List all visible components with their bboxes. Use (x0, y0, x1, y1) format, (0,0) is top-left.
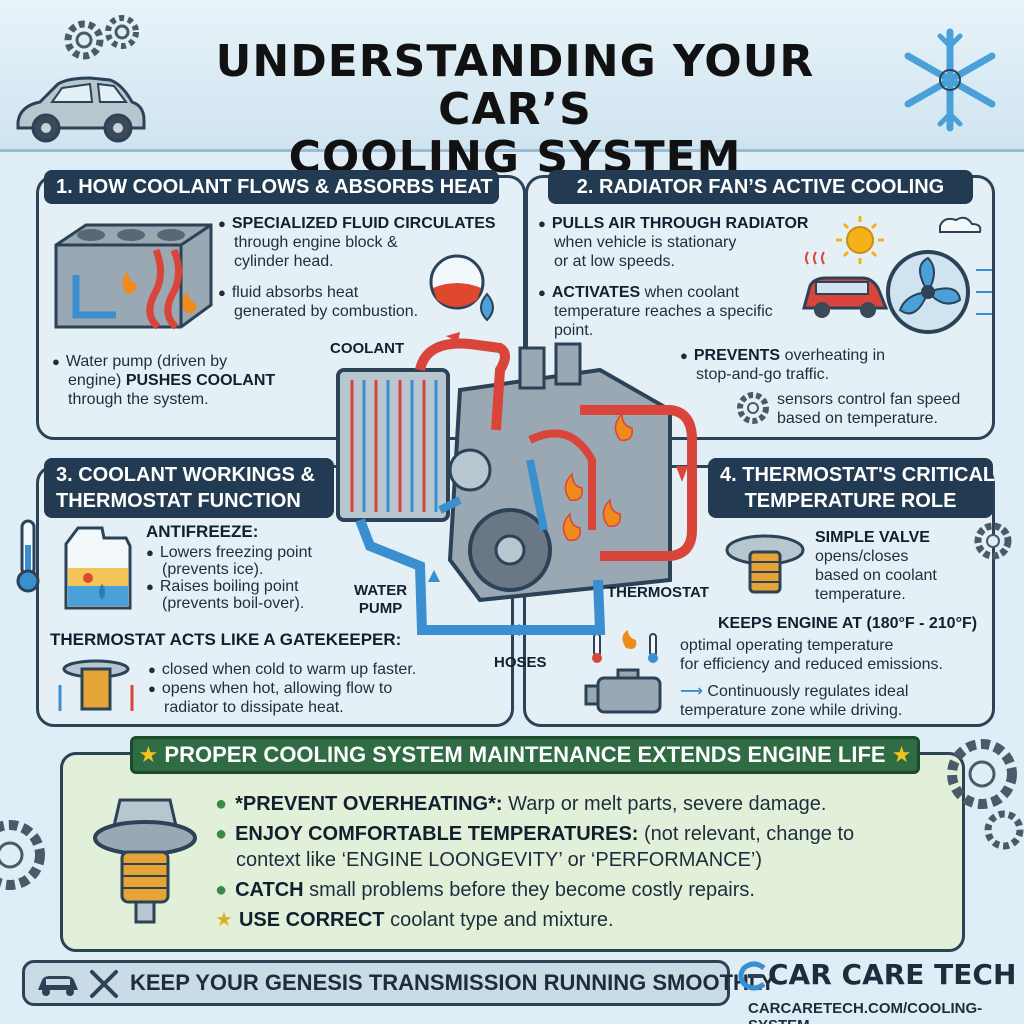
label-hoses: HOSES (494, 654, 547, 671)
section-1-heading: 1. HOW COOLANT FLOWS & ABSORBS HEAT (44, 170, 499, 204)
maint-item-4: ★USE CORRECT coolant type and mixture. (215, 909, 614, 931)
engine-block-icon (54, 223, 213, 330)
s1-bullet-2: fluid absorbs heat generated by combusti… (218, 283, 418, 321)
antifreeze-bullets: Lowers freezing point (prevents ice). Ra… (146, 544, 312, 612)
car-icon (38, 976, 78, 996)
cloud-icon (939, 216, 982, 233)
maint-item-1: ●*PREVENT OVERHEATING*: Warp or melt par… (215, 793, 827, 815)
fan-icon (886, 250, 970, 334)
radiator-fan-illustration (802, 216, 992, 334)
footer-icons (38, 970, 118, 998)
wrench-icon (90, 970, 118, 998)
engine-cooling-diagram (336, 332, 697, 636)
antifreeze-heading: ANTIFREEZE: (146, 522, 259, 541)
keeps-text: optimal operating temperature for effici… (680, 637, 943, 673)
footer-bar (22, 960, 730, 1006)
star-icon: ★ (215, 909, 233, 931)
flask-icon (429, 254, 494, 322)
thermostat-icon (93, 798, 197, 924)
gatekeeper-bullets: closed when cold to warm up faster. open… (148, 660, 416, 717)
label-water-pump: WATER PUMP (354, 582, 408, 617)
thermostat-icon (725, 534, 805, 594)
s2-bullet-1: PULLS AIR THROUGH RADIATOR when vehicle … (538, 214, 808, 271)
gear-icon (974, 522, 1012, 560)
maint-item-2-cont: context like ‘ENGINE LOONGEVITY’ or ‘PER… (236, 849, 763, 871)
section-4-heading: 4. THERMOSTAT'S CRITICAL TEMPERATURE ROL… (708, 458, 995, 518)
footer-tagline: KEEP YOUR GENESIS TRANSMISSION RUNNING S… (130, 970, 776, 995)
brand-name: CAR CARE TECH (768, 958, 1017, 991)
page-title: UNDERSTANDING YOUR CAR’S COOLING SYSTEM (215, 36, 815, 183)
gear-icon (947, 739, 1024, 850)
maintenance-panel (60, 752, 965, 952)
engine-icon (584, 630, 662, 714)
antifreeze-jug-icon (64, 526, 132, 610)
keeps-heading: KEEPS ENGINE AT (180°F - 210°F) (718, 615, 978, 632)
thermostat-icon (58, 659, 134, 711)
sun-icon (836, 216, 884, 264)
s1-bullet-3: Water pump (driven by engine) PUSHES COO… (52, 352, 275, 409)
s2-bullet-3: PREVENTS overheating in stop-and-go traf… (680, 346, 885, 384)
gear-icon (737, 392, 769, 424)
gear-icon (64, 15, 139, 60)
snowflake-icon (904, 28, 996, 132)
maint-item-3: ●CATCH small problems before they become… (215, 879, 755, 901)
s2-bullet-4: sensors control fan speed based on tempe… (777, 391, 961, 427)
radiator (336, 368, 450, 522)
label-thermostat: THERMOSTAT (607, 584, 709, 601)
maintenance-banner: ★ PROPER COOLING SYSTEM MAINTENANCE EXTE… (130, 736, 920, 774)
maint-item-2: ●ENJOY COMFORTABLE TEMPERATURES: (not re… (215, 823, 855, 845)
gear-icon (0, 820, 45, 890)
section-3-heading: 3. COOLANT WORKINGS & THERMOSTAT FUNCTIO… (44, 458, 334, 518)
header-band (0, 0, 1024, 152)
s2-bullet-2: ACTIVATES when coolant temperature reach… (538, 283, 773, 340)
regulate-text: ⟶ Continuously regulates ideal temperatu… (680, 683, 909, 719)
gatekeeper-heading: THERMOSTAT ACTS LIKE A GATEKEEPER: (50, 630, 402, 649)
section-2-heading: 2. RADIATOR FAN’S ACTIVE COOLING (548, 170, 973, 204)
brand-url[interactable]: CARCARETECH.COM/COOLING-SYSTEM (748, 1000, 983, 1024)
car-icon (16, 76, 146, 143)
brand-logo-icon (738, 961, 766, 991)
s1-bullet-1: SPECIALIZED FLUID CIRCULATES through eng… (218, 214, 496, 271)
label-coolant: COOLANT (330, 340, 405, 357)
thermometer-icon (16, 519, 40, 593)
valve-text: SIMPLE VALVE opens/closes based on coola… (815, 529, 937, 603)
